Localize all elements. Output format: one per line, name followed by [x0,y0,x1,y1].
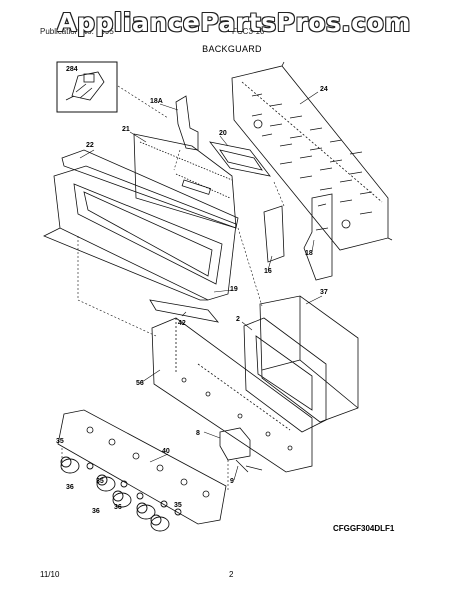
callout-2: 2 [236,316,240,323]
callout-18: 18 [305,250,313,257]
callout-21: 21 [122,126,130,133]
publication-number: Publication No. 5995 [40,27,114,36]
part-16-end-cap [263,205,285,263]
section-title: BACKGUARD [202,44,262,54]
part-37-box [259,295,359,423]
part-20-control-board [209,141,271,177]
part-42-trim [149,299,220,323]
callout-9: 9 [230,478,234,485]
watermark-logo: AppliancePartsPros.com [57,8,411,37]
callout-20: 20 [219,130,227,137]
callout-24: 24 [320,86,328,93]
callout-40: 40 [162,448,170,455]
callout-16: 16 [264,268,272,275]
model-code: CFGGF304DLF1 [333,524,395,533]
footer-date: 11/10 [40,570,60,579]
part-8-switch [219,427,263,473]
callout-35: 35 [96,478,104,485]
part-2-frame [243,317,327,433]
callout-36: 36 [66,484,74,491]
callout-284: 284 [66,66,78,73]
part-19-backguard-front [43,165,237,301]
callout-56: 56 [136,380,144,387]
callout-35: 35 [174,502,182,509]
page-number: 2 [229,570,234,579]
part-22-top-trim [61,149,239,229]
callout-18A: 18A [150,98,163,105]
callout-42: 42 [178,320,186,327]
part-40-panel [57,409,227,525]
callout-22: 22 [86,142,94,149]
callout-36: 36 [114,504,122,511]
knob-set [60,456,182,532]
part-284-inset [56,61,118,113]
part-18A-bracket [175,95,199,151]
model-series: FCC3-10 [232,27,265,36]
part-24-rear-panel [231,61,393,251]
callout-35: 35 [56,438,64,445]
part-21-console [133,133,237,229]
part-18-bracket [303,193,333,281]
callout-19: 19 [230,286,238,293]
part-56-control-panel [151,317,313,473]
callout-8: 8 [196,430,200,437]
callout-37: 37 [320,289,328,296]
callout-36: 36 [92,508,100,515]
